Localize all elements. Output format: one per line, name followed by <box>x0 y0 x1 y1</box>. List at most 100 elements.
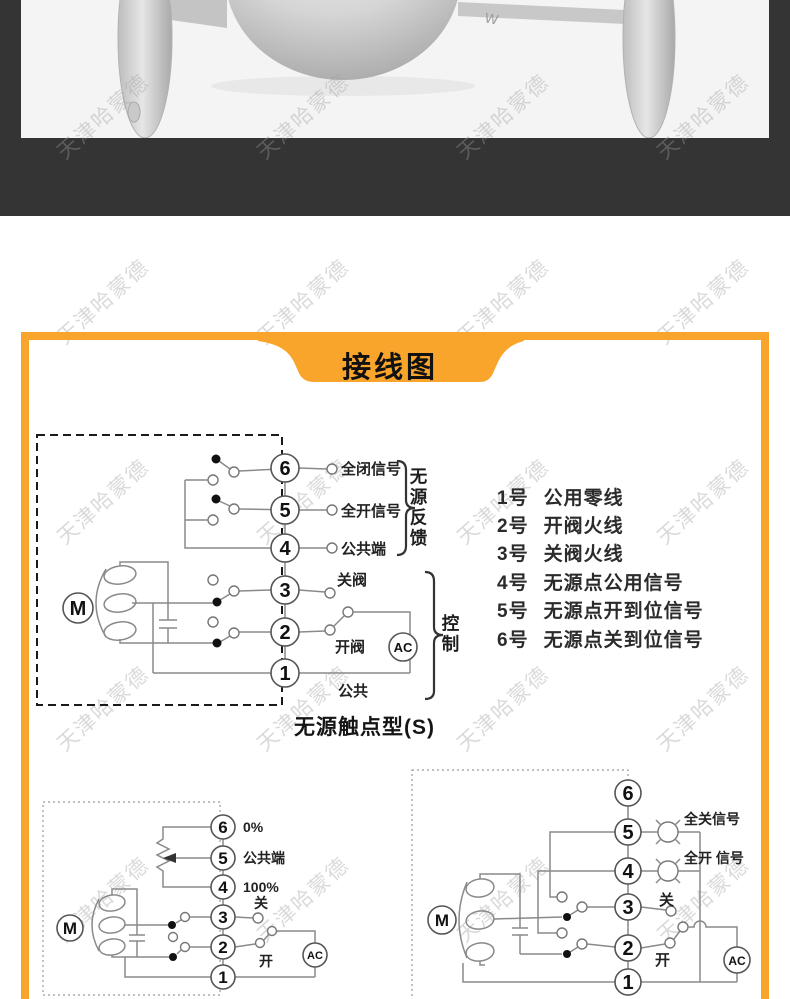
label-open-valve: 开阀 <box>335 638 365 656</box>
valve-body <box>228 0 458 80</box>
terminal-column: 6 5 4 3 2 1 <box>614 779 642 996</box>
capacitor-icon <box>159 619 177 643</box>
ac-label: AC <box>394 640 413 655</box>
lamp-wiring-diagram: M AC 6 <box>411 769 751 999</box>
right-flange <box>622 0 676 138</box>
legend-desc: 公用零线 <box>543 487 624 509</box>
contact-node <box>252 912 264 924</box>
legend-num: 5号 <box>497 601 529 623</box>
legend-item: 4号无源点公用信号 <box>497 567 704 595</box>
terminal-5: 5 <box>218 849 227 868</box>
body-shadow <box>211 76 475 96</box>
motor-winding <box>98 938 126 956</box>
label-close-valve: 关阀 <box>337 571 367 589</box>
terminal-3: 3 <box>622 897 633 919</box>
legend-item: 1号公用零线 <box>497 482 704 510</box>
section-title: 接线图 <box>341 352 438 384</box>
terminal-2: 2 <box>622 938 633 960</box>
contact-node <box>167 931 179 943</box>
legend-num: 3号 <box>497 544 529 566</box>
contact-node <box>228 503 240 515</box>
ac-power-symbol <box>388 632 418 662</box>
terminal-1: 1 <box>622 972 633 994</box>
motor-winding <box>98 916 126 934</box>
contact-dot <box>169 953 177 961</box>
terminal-4: 4 <box>279 538 291 560</box>
motor-winding <box>103 621 137 641</box>
legend-desc: 开阀火线 <box>543 516 624 538</box>
motor-symbol <box>62 592 94 624</box>
terminal-2: 2 <box>279 622 290 644</box>
motor-symbol <box>427 905 457 935</box>
contact-node <box>228 627 240 639</box>
label-common-terminal: 公共端 <box>341 540 386 558</box>
label-full-close-signal: 全关信号 <box>683 811 740 827</box>
contact-dot <box>212 597 222 607</box>
terminal-6: 6 <box>218 818 227 837</box>
winding-arc <box>95 568 107 638</box>
wire <box>640 906 667 911</box>
motor-label: M <box>435 911 449 930</box>
legend-num: 1号 <box>497 487 529 509</box>
resistor-icon <box>155 835 171 879</box>
wire <box>162 826 211 888</box>
motor-winding <box>465 942 495 962</box>
ac-label: AC <box>728 954 746 968</box>
wire <box>641 831 701 982</box>
terminal-5: 5 <box>279 500 290 522</box>
label-open: 开 <box>655 952 670 969</box>
switch-lever <box>175 916 211 924</box>
contact-node <box>207 514 219 526</box>
label-close: 关 <box>659 891 674 909</box>
contact-node <box>677 921 689 933</box>
wiring-section-frame <box>21 332 769 999</box>
legend-item: 3号关阀火线 <box>497 539 704 567</box>
diagram-caption: 无源触点型(S) <box>294 716 435 739</box>
terminal-6: 6 <box>279 458 290 480</box>
motor-label: M <box>63 919 77 938</box>
switch-lever <box>219 635 231 643</box>
terminal-1: 1 <box>279 663 290 685</box>
actuator-boundary <box>42 801 221 996</box>
switch-lever <box>569 943 616 953</box>
label-open-signal: 全开信号 <box>340 502 401 520</box>
contact-dot <box>563 913 571 921</box>
capacitor-icon <box>479 873 528 954</box>
contact-node <box>576 938 588 950</box>
contact-node <box>324 587 336 599</box>
capacitor-icon <box>111 888 145 957</box>
contact-node <box>556 927 568 939</box>
contact-node <box>228 466 240 478</box>
switch-lever <box>219 593 231 601</box>
left-pipe <box>171 0 227 28</box>
contact-node <box>228 585 240 597</box>
contact-node <box>342 606 354 618</box>
terminal-5: 5 <box>622 822 633 844</box>
switch-lever <box>640 930 681 949</box>
terminal-6: 6 <box>622 783 633 805</box>
banner-tab-shape <box>258 339 524 382</box>
label-closed-signal: 全闭信号 <box>340 460 401 478</box>
contact-node <box>207 616 219 628</box>
legend-item: 5号无源点开到位信号 <box>497 596 704 624</box>
legend-desc: 无源点公用信号 <box>543 572 684 594</box>
contact-node <box>326 463 338 475</box>
left-flange <box>117 0 173 138</box>
legend-num: 6号 <box>497 629 529 651</box>
control-brace <box>424 570 444 701</box>
contact-dot <box>563 950 571 958</box>
contact-node <box>207 574 219 586</box>
terminal-3: 3 <box>218 908 227 927</box>
actuator-boundary <box>36 434 283 706</box>
motor-label: M <box>70 598 87 620</box>
switch-lever <box>218 460 231 470</box>
bolt-hole-icon <box>127 101 141 123</box>
terminal-column: 6 5 4 3 2 1 <box>270 453 300 688</box>
contact-dot <box>212 638 222 648</box>
terminal-1: 1 <box>218 968 227 987</box>
contact-node <box>665 905 677 917</box>
terminal-4: 4 <box>218 878 228 897</box>
legend-num: 4号 <box>497 572 529 594</box>
contact-node <box>326 542 338 554</box>
